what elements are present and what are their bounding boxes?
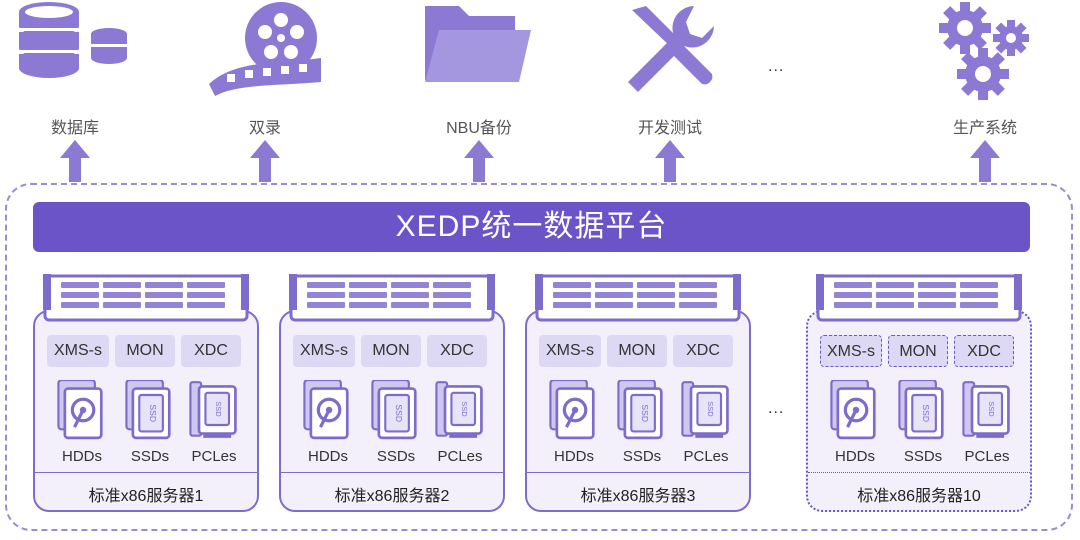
device-label: SSDs — [130, 448, 170, 465]
module-chip: XDC — [954, 335, 1014, 367]
module-chip: XMS-s — [539, 335, 601, 367]
server-card: XMS-s MON XDC HDDs SSDs PCLes 标准x86服务器1 — [33, 270, 259, 514]
film-reel-icon — [209, 2, 321, 96]
gears-icon — [939, 2, 1029, 100]
device-label: PCLes — [191, 448, 237, 465]
database-icon — [19, 2, 127, 78]
pcie-card-icon — [681, 380, 729, 440]
device-label: HDDs — [554, 448, 594, 465]
server-name: 标准x86服务器10 — [857, 488, 981, 505]
device-label: HDDs — [308, 448, 348, 465]
pcie-card-icon — [189, 380, 237, 440]
module-chip: MON — [115, 335, 175, 367]
arrow-up-icon — [250, 140, 280, 182]
server-card: XMS-s MON XDC HDDs SSDs PCLes 标准x86服务器3 — [525, 270, 751, 514]
module-chip: XDC — [673, 335, 733, 367]
top-item-label: NBU备份 — [446, 120, 512, 137]
top-item-label: 生产系统 — [952, 120, 1017, 137]
pcie-card-icon — [435, 380, 483, 440]
pcie-card-icon — [962, 380, 1010, 440]
server-name: 标准x86服务器3 — [580, 488, 696, 505]
module-chip: XDC — [427, 335, 487, 367]
device-label: SSDs — [622, 448, 662, 465]
platform-title: XEDP统一数据平台 — [33, 202, 1030, 252]
module-chip: MON — [888, 335, 948, 367]
top-item-production: 生产系统 — [925, 0, 1045, 182]
module-chip: XMS-s — [47, 335, 109, 367]
arrow-up-icon — [970, 140, 1000, 182]
top-item-database: 数据库 — [15, 0, 135, 182]
server-card: XMS-s MON XDC HDDs SSDs PCLes 标准x86服务器2 — [279, 270, 505, 514]
module-chip: XMS-s — [820, 335, 882, 367]
top-item-dual-record: 双录 — [205, 0, 325, 182]
folder-icon — [425, 6, 531, 82]
hdd-icon — [549, 380, 595, 440]
rack-server-icon — [535, 272, 741, 322]
divider — [35, 472, 257, 473]
top-item-label: 开发测试 — [637, 120, 702, 137]
device-label: SSDs — [376, 448, 416, 465]
server-ellipsis: ... — [768, 400, 785, 417]
top-item-nbu-backup: NBU备份 — [419, 0, 539, 182]
arrow-up-icon — [464, 140, 494, 182]
arrow-up-icon — [655, 140, 685, 182]
divider — [527, 472, 749, 473]
device-label: HDDs — [835, 448, 875, 465]
device-label: SSDs — [903, 448, 943, 465]
hdd-icon — [57, 380, 103, 440]
server-card: XMS-s MON XDC HDDs SSDs PCLes 标准x86服务器10 — [806, 270, 1032, 514]
device-label: HDDs — [62, 448, 102, 465]
device-label: PCLes — [437, 448, 483, 465]
module-chip: MON — [361, 335, 421, 367]
device-label: PCLes — [964, 448, 1010, 465]
ssd-icon — [371, 380, 417, 440]
ssd-icon — [125, 380, 171, 440]
module-chip: XDC — [181, 335, 241, 367]
device-label: PCLes — [683, 448, 729, 465]
divider — [808, 472, 1030, 474]
hdd-icon — [830, 380, 876, 440]
top-item-dev-test: 开发测试 — [610, 0, 730, 182]
tools-icon — [628, 6, 714, 92]
ssd-icon — [898, 380, 944, 440]
top-ellipsis: ... — [768, 58, 785, 75]
module-chip: XMS-s — [293, 335, 355, 367]
divider — [281, 472, 503, 473]
module-chip: MON — [607, 335, 667, 367]
hdd-icon — [303, 380, 349, 440]
rack-server-icon — [289, 272, 495, 322]
rack-server-icon — [43, 272, 249, 322]
top-item-label: 数据库 — [50, 120, 99, 137]
server-name: 标准x86服务器1 — [88, 488, 204, 505]
platform-container — [5, 183, 1073, 531]
top-item-label: 双录 — [248, 120, 281, 137]
ssd-icon — [617, 380, 663, 440]
arrow-up-icon — [60, 140, 90, 182]
server-name: 标准x86服务器2 — [334, 488, 450, 505]
rack-server-icon — [816, 272, 1022, 322]
